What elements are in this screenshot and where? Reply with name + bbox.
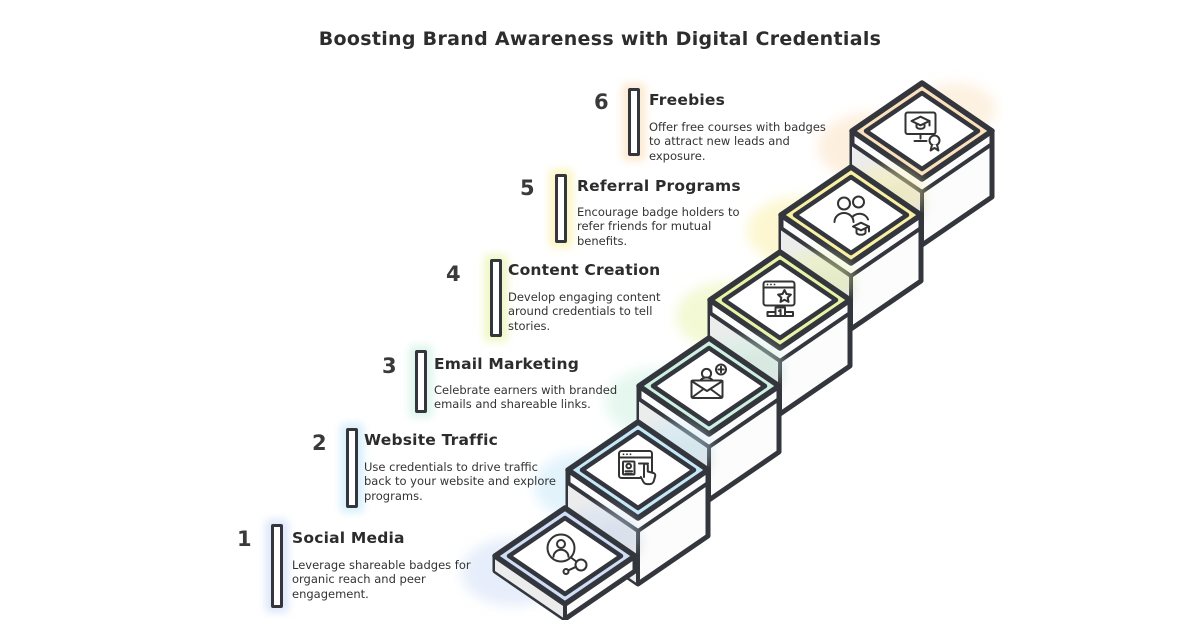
step-number: 3 xyxy=(382,354,397,378)
accent-bar xyxy=(271,524,283,608)
step-number: 5 xyxy=(520,176,535,200)
email-marketing-icon xyxy=(690,363,727,399)
page-title: Boosting Brand Awareness with Digital Cr… xyxy=(318,28,882,50)
step-description: Develop engaging content around credenti… xyxy=(508,290,661,333)
step-number: 2 xyxy=(312,431,327,455)
accent-bar xyxy=(555,174,567,243)
accent-bar xyxy=(415,350,427,413)
accent-bar xyxy=(628,88,640,156)
step-description: Encourage badge holders to refer friends… xyxy=(577,205,740,248)
step-description: Celebrate earners with branded emails an… xyxy=(434,383,618,412)
step-title: Freebies xyxy=(649,91,726,109)
step-description: Use credentials to drive traffic back to… xyxy=(364,460,556,503)
content-creation-icon xyxy=(762,280,796,317)
accent-bar xyxy=(490,259,502,337)
step-title: Referral Programs xyxy=(577,177,741,195)
step-title: Email Marketing xyxy=(434,355,580,373)
step-description: Offer free courses with badges to attrac… xyxy=(649,120,826,163)
freebies-icon xyxy=(904,111,941,152)
step-2-tile xyxy=(534,419,712,587)
social-media-icon xyxy=(546,533,588,575)
step-1-tile xyxy=(461,505,639,620)
referral-programs-icon xyxy=(833,195,870,236)
step-number: 6 xyxy=(594,90,609,114)
step-title: Social Media xyxy=(292,529,405,547)
step-title: Content Creation xyxy=(508,261,661,279)
step-title: Website Traffic xyxy=(364,431,498,449)
step-number: 4 xyxy=(446,262,461,286)
step-description: Leverage shareable badges for organic re… xyxy=(292,558,471,601)
website-traffic-icon xyxy=(618,450,657,486)
accent-bar xyxy=(346,428,358,508)
step-number: 1 xyxy=(237,527,252,551)
